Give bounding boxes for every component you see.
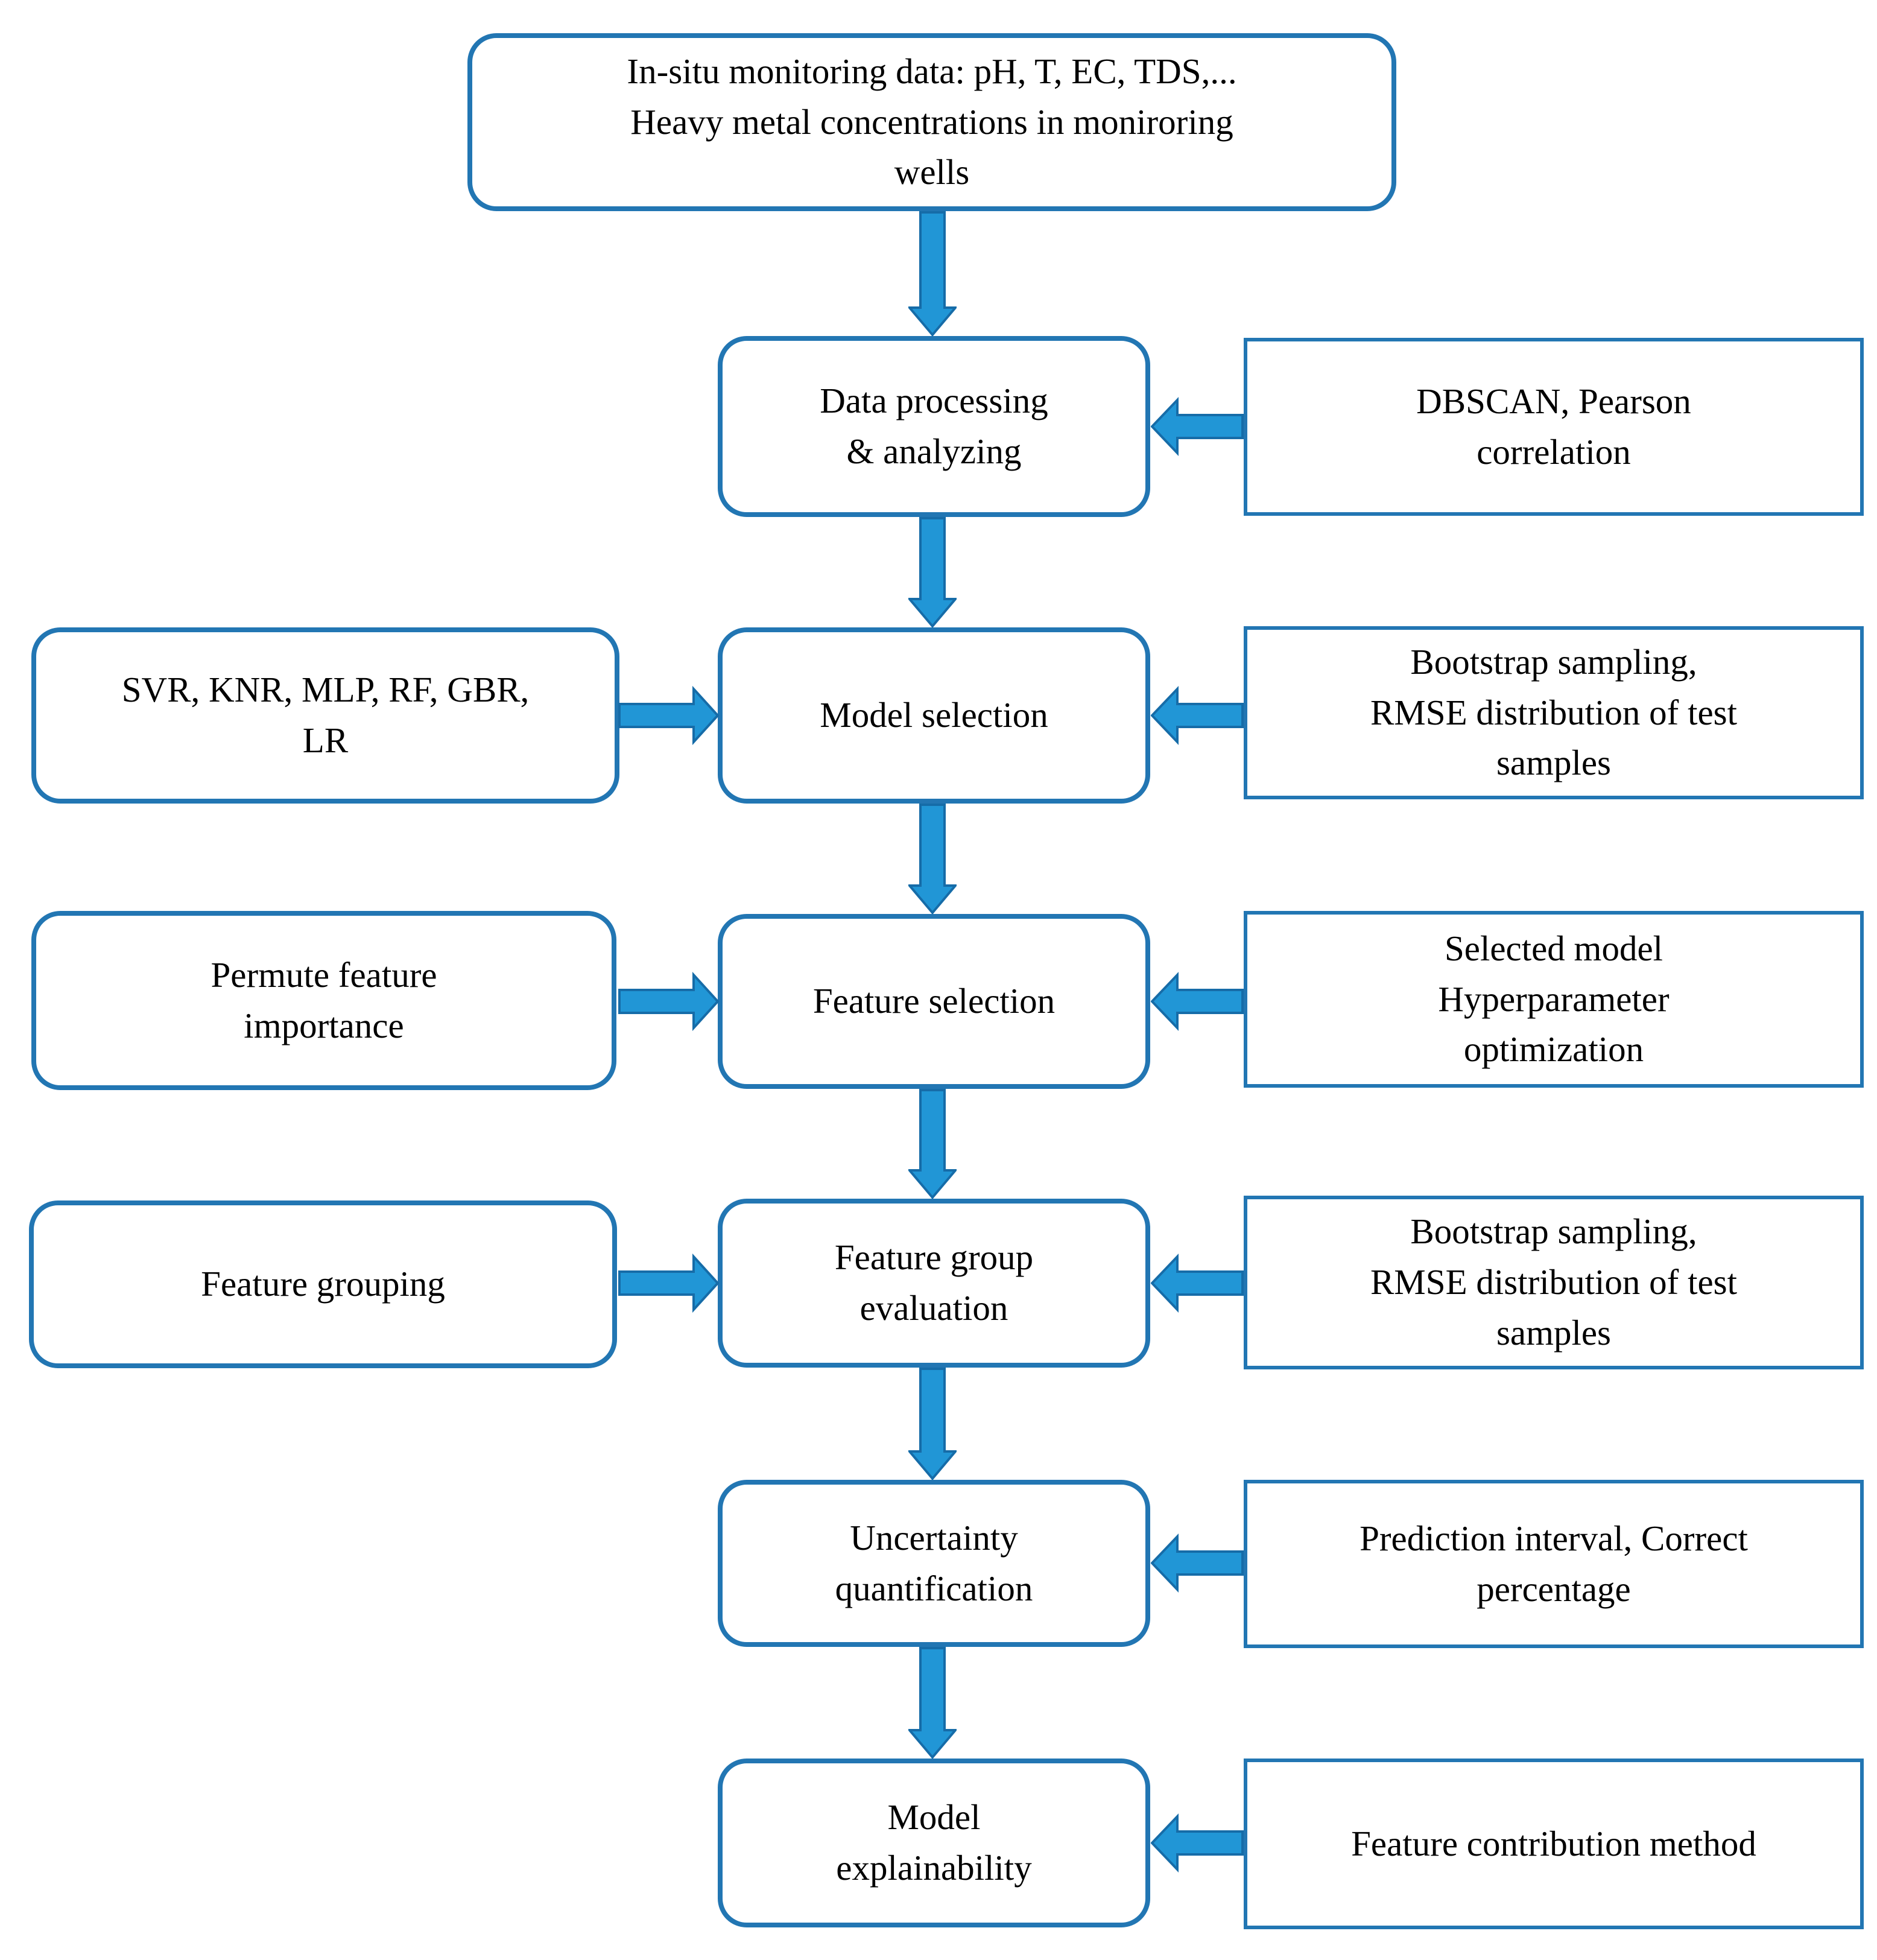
arrow-prediction-interval-to-uncertainty-quantification [1151,1533,1244,1593]
node-source-data: In-situ monitoring data: pH, T, EC, TDS,… [467,33,1396,211]
arrow-feature-selection-to-feature-group-evaluation [908,1089,957,1199]
node-feature-group-evaluation: Feature group evaluation [718,1199,1150,1368]
node-feature-selection-label: Feature selection [812,981,1056,1021]
node-permute-feature-importance: Permute feature importance [31,911,616,1090]
arrow-uncertainty-quantification-to-model-explainability [908,1647,957,1759]
node-source-data-label: In-situ monitoring data: pH, T, EC, TDS,… [627,51,1237,192]
arrow-permute-feature-importance-to-feature-selection [618,971,719,1032]
arrow-candidate-models-to-model-selection [618,685,719,746]
node-uncertainty-quantification-label: Uncertainty quantification [835,1517,1033,1608]
arrow-dbscan-pearson-to-data-processing [1151,397,1244,456]
arrow-selected-model-to-feature-selection [1151,972,1244,1031]
arrow-data-processing-to-model-selection [908,517,957,627]
node-candidate-models-label: SVR, KNR, MLP, RF, GBR, LR [121,670,530,760]
node-selected-model-hyperparameter: Selected model Hyperparameter optimizati… [1244,911,1864,1088]
node-model-explainability: Model explainability [718,1759,1150,1927]
arrow-feature-contribution-to-model-explainability [1151,1813,1244,1873]
node-dbscan-pearson: DBSCAN, Pearson correlation [1244,338,1864,516]
node-bootstrap-sampling-model: Bootstrap sampling, RMSE distribution of… [1244,626,1864,799]
node-uncertainty-quantification: Uncertainty quantification [718,1480,1150,1647]
arrow-bootstrap-model-to-model-selection [1151,686,1244,745]
node-model-selection: Model selection [718,627,1150,804]
arrow-feature-group-evaluation-to-uncertainty-quantification [908,1368,957,1480]
node-bootstrap-sampling-group-label: Bootstrap sampling, RMSE distribution of… [1370,1211,1738,1353]
node-data-processing: Data processing & analyzing [718,336,1150,517]
node-feature-grouping: Feature grouping [29,1200,617,1368]
node-feature-grouping-label: Feature grouping [201,1264,445,1304]
node-selected-model-hyperparameter-label: Selected model Hyperparameter optimizati… [1438,928,1670,1070]
node-bootstrap-sampling-group: Bootstrap sampling, RMSE distribution of… [1244,1196,1864,1369]
node-candidate-models: SVR, KNR, MLP, RF, GBR, LR [31,627,619,804]
node-prediction-interval-label: Prediction interval, Correct percentage [1359,1518,1748,1609]
node-model-explainability-label: Model explainability [836,1797,1032,1888]
node-feature-contribution: Feature contribution method [1244,1759,1864,1929]
node-data-processing-label: Data processing & analyzing [820,381,1048,471]
node-model-selection-label: Model selection [820,695,1048,735]
node-prediction-interval: Prediction interval, Correct percentage [1244,1480,1864,1648]
arrow-source-to-data-processing [908,211,957,336]
node-permute-feature-importance-label: Permute feature importance [210,954,437,1045]
node-feature-selection: Feature selection [718,914,1150,1089]
arrow-feature-grouping-to-feature-group-evaluation [618,1253,719,1313]
node-feature-group-evaluation-label: Feature group evaluation [834,1237,1034,1328]
arrow-bootstrap-group-to-feature-group-evaluation [1151,1254,1244,1313]
node-feature-contribution-label: Feature contribution method [1351,1823,1756,1863]
arrow-model-selection-to-feature-selection [908,804,957,914]
node-bootstrap-sampling-model-label: Bootstrap sampling, RMSE distribution of… [1370,641,1738,783]
node-dbscan-pearson-label: DBSCAN, Pearson correlation [1416,381,1691,472]
